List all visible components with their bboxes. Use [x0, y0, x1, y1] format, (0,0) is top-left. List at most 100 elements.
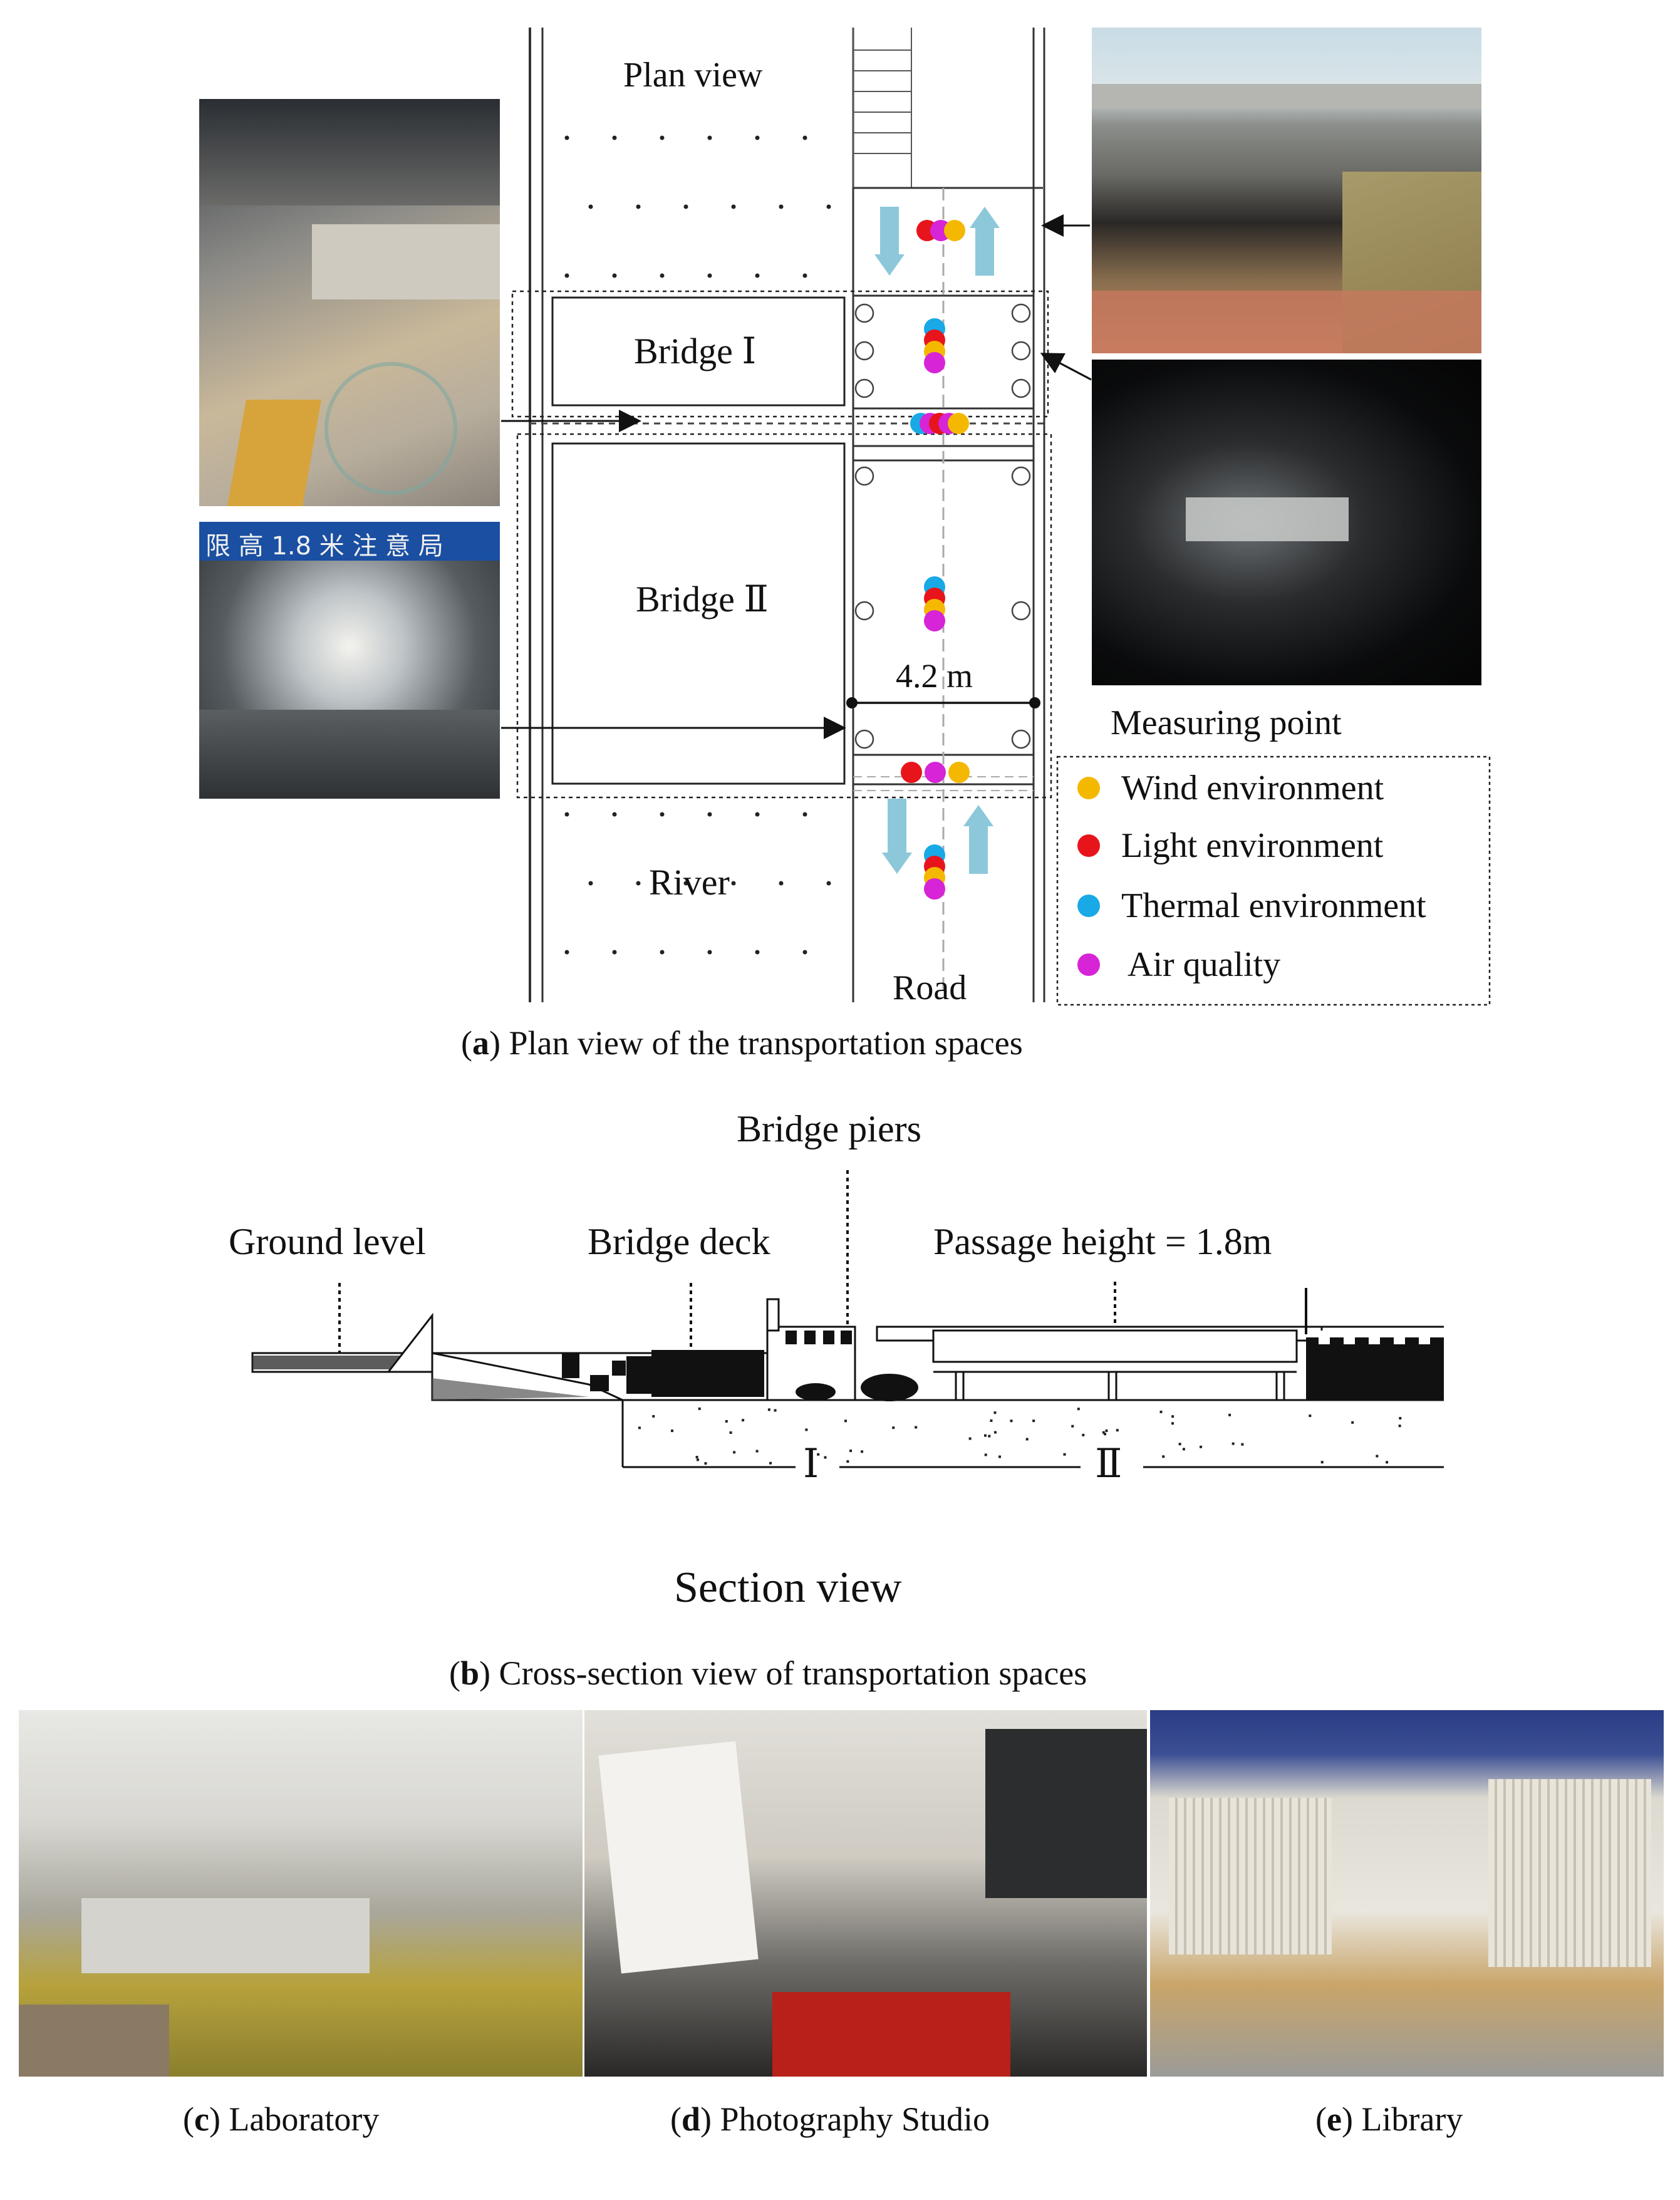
tunnel-photo: 限 高 1.8 米 注 意 局	[199, 522, 500, 799]
riverbed-dot	[725, 1419, 728, 1423]
stipple-dot	[755, 273, 760, 278]
stipple-dot	[779, 881, 784, 886]
riverbed-dot	[915, 1426, 918, 1429]
riverbed-dot	[733, 1451, 736, 1454]
legend-item-wind: Wind environment	[1121, 769, 1384, 807]
stipple-dot	[660, 135, 665, 140]
riverbed-dot	[704, 1462, 707, 1465]
riverbed-dot	[1351, 1421, 1354, 1424]
stipple-dot	[564, 135, 569, 140]
stipple-dot	[564, 812, 569, 817]
riverbed-dot	[652, 1414, 655, 1418]
passage-height-label: Passage height = 1.8m	[933, 1221, 1272, 1262]
riverbed-dot	[1200, 1445, 1203, 1448]
legend-item-air: Air quality	[1128, 945, 1281, 984]
riverbed-dot	[1102, 1431, 1105, 1434]
stipple-dot	[612, 812, 617, 817]
river-label: River	[649, 862, 730, 903]
measuring-point-air	[924, 610, 945, 631]
riverbed-dot	[1116, 1429, 1119, 1432]
stipple-dot	[588, 204, 593, 209]
riverbed-dot	[846, 1460, 849, 1463]
stipple-dot	[564, 273, 569, 278]
riverbed-dot	[1032, 1419, 1035, 1423]
riverbed-dot	[1320, 1461, 1324, 1464]
laboratory-photo	[19, 1710, 583, 2077]
span-two-label: Ⅱ	[1095, 1441, 1123, 1486]
legend-item-thermal: Thermal environment	[1121, 886, 1426, 925]
measuring-point-air	[925, 762, 946, 783]
riverbed-dot	[767, 1408, 770, 1411]
stipple-dot	[755, 135, 760, 140]
riverbed-dot	[1171, 1422, 1174, 1425]
riverbed-dot	[1399, 1417, 1402, 1420]
stipple-dot	[612, 950, 617, 955]
riverbed-dot	[1063, 1453, 1066, 1456]
riverbed-dot	[1241, 1443, 1244, 1446]
measuring-point-light	[901, 762, 922, 783]
riverbed-dot	[1309, 1414, 1312, 1418]
library-photo	[1150, 1710, 1664, 2077]
legend-dot-0	[1077, 777, 1100, 799]
caption-a: (a) Plan view of the transportation spac…	[461, 1024, 1023, 1062]
direction-arrow-down	[874, 207, 905, 276]
stipple-dot	[683, 204, 688, 209]
plan-view-label: Plan view	[623, 56, 763, 95]
riverbed-dot	[990, 1419, 993, 1422]
stipple-dot	[683, 881, 688, 886]
riverbed-dot	[670, 1429, 673, 1433]
riverbed-dot	[861, 1450, 864, 1453]
stipple-dot	[612, 135, 617, 140]
leader-arrow-passage	[1040, 353, 1092, 381]
underpass-photo-outdoor	[199, 99, 500, 506]
riverbed-dot	[742, 1419, 745, 1422]
riverbed-dot	[638, 1426, 641, 1429]
riverbed-dot	[805, 1428, 808, 1431]
legend-dot-3	[1077, 953, 1100, 976]
riverbed-dot	[817, 1453, 820, 1456]
stipple-dot	[779, 204, 784, 209]
riverbed-dot	[998, 1455, 1002, 1458]
riverbed-dot	[1082, 1433, 1085, 1436]
riverbed-dot	[769, 1461, 772, 1465]
bridge-deck-label: Bridge deck	[588, 1221, 770, 1262]
stipple-dot	[612, 273, 617, 278]
riverbed-dot	[1103, 1433, 1106, 1436]
riverbed-dot	[774, 1409, 777, 1412]
stipple-dot	[755, 950, 760, 955]
stipple-dot	[802, 812, 807, 817]
bridge1-label: Bridge Ⅰ	[634, 331, 757, 371]
riverbed-dot	[1398, 1424, 1401, 1428]
riverbed-dot	[844, 1419, 847, 1423]
legend-box	[1056, 755, 1491, 1006]
riverbed-dot	[1386, 1461, 1389, 1464]
riverbed-dot	[849, 1449, 853, 1452]
stipple-dot	[660, 950, 665, 955]
stipple-dot	[802, 273, 807, 278]
stipple-dot	[826, 881, 831, 886]
width-label: 4.2 m	[896, 657, 973, 695]
riverbed-dot	[698, 1407, 701, 1410]
stipple-dot	[588, 881, 593, 886]
stipple-dot	[731, 204, 736, 209]
legend-dot-2	[1077, 895, 1100, 917]
riverbed-dot	[696, 1458, 699, 1461]
riverbed-dot	[993, 1431, 997, 1434]
legend-item-light: Light environment	[1121, 826, 1384, 865]
riverbed-dot	[1159, 1410, 1163, 1413]
stipple-dot	[707, 950, 712, 955]
riverbed-dot	[695, 1456, 698, 1459]
riverbed-dot	[1071, 1424, 1074, 1428]
direction-arrow-up	[970, 207, 1000, 276]
stipple-dot	[707, 273, 712, 278]
riverbed-dot	[1105, 1429, 1108, 1432]
riverbed-dot	[1182, 1448, 1185, 1451]
caption-d: (d) Photography Studio	[670, 2100, 990, 2138]
road-label: Road	[893, 968, 967, 1007]
stipple-dot	[707, 135, 712, 140]
legend-title: Measuring point	[1111, 703, 1342, 742]
bridge2-label: Bridge Ⅱ	[636, 579, 769, 620]
riverbed-dot	[1025, 1438, 1029, 1441]
stipple-dot	[826, 204, 831, 209]
